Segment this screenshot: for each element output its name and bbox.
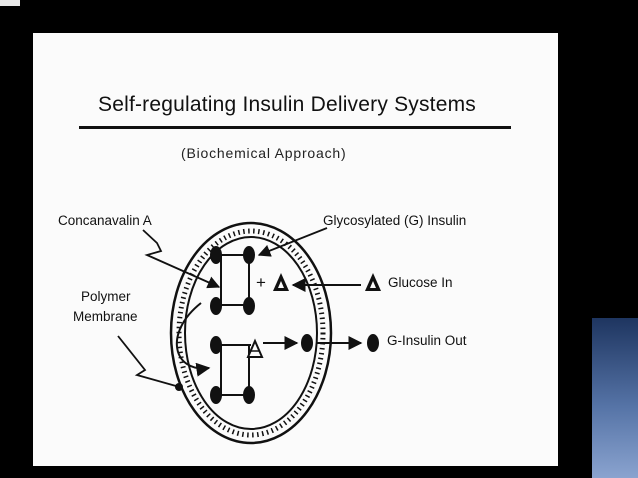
- free-glucose-triangle-icon: [273, 273, 289, 291]
- label-g-insulin-out: G-Insulin Out: [387, 333, 467, 348]
- glycosylated-leader-arrow: [257, 227, 328, 257]
- plus-sign: +: [256, 273, 266, 292]
- slide-subtitle: (Biochemical Approach): [181, 145, 347, 161]
- ligand-dot: [210, 336, 222, 354]
- polymer-membrane: [169, 221, 333, 445]
- label-polymer: Polymer: [81, 289, 131, 304]
- g-insulin-out-dot: [367, 334, 379, 352]
- ligand-dot: [210, 297, 222, 315]
- ligand-dot: [243, 246, 255, 264]
- title-underline: [79, 126, 511, 129]
- glucose-in-triangle-icon: [365, 273, 381, 291]
- released-g-insulin-dot: [301, 334, 313, 352]
- label-concanavalin-a: Concanavalin A: [58, 213, 152, 228]
- corner-mark: [0, 0, 20, 6]
- decorative-blue-block: [592, 318, 638, 478]
- insulin-delivery-diagram: [117, 221, 381, 445]
- membrane-leader-line: [117, 335, 177, 387]
- concanavalin-complex-upper: [210, 246, 255, 315]
- label-membrane: Membrane: [73, 309, 138, 324]
- slide-title: Self-regulating Insulin Delivery Systems: [98, 93, 476, 116]
- label-glucose-in: Glucose In: [388, 275, 453, 290]
- membrane-leader-dot: [175, 383, 183, 391]
- ligand-dot: [243, 386, 255, 404]
- label-glycosylated-insulin: Glycosylated (G) Insulin: [323, 213, 467, 228]
- bound-glucose-triangle-icon: [246, 338, 264, 358]
- ligand-dot: [210, 386, 222, 404]
- ligand-dot: [210, 246, 222, 264]
- displacement-curved-arrow: [175, 302, 211, 377]
- slide: Self-regulating Insulin Delivery Systems…: [33, 33, 558, 466]
- concanavalin-complex-lower: [210, 336, 255, 404]
- ligand-dot: [243, 297, 255, 315]
- concanavalin-leader-arrow: [142, 229, 221, 289]
